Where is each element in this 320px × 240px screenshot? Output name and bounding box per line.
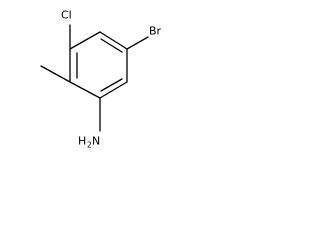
amine-nitrogen-label: N (92, 135, 100, 148)
amine-label: H 2 N (78, 135, 100, 150)
bromine-label: Br (149, 25, 162, 38)
double-bond-inner-top (100, 38, 123, 53)
chlorine-label: Cl (61, 9, 72, 22)
amine-hydrogen-label: H (78, 135, 86, 148)
double-bond-inner-bottom (100, 78, 123, 92)
ring-bond-c1-c2 (69, 31, 101, 50)
ring-bond-c2-c3 (99, 31, 128, 50)
bond-to-methyl (40, 65, 71, 83)
amine-hydrogen-count: 2 (87, 141, 92, 150)
ring-bond-c4-c5 (99, 81, 128, 99)
ring-bond-c5-c6 (69, 81, 101, 99)
structure-diagram: Cl Br H 2 N (40, 9, 162, 150)
bond-to-bromine (126, 36, 149, 50)
